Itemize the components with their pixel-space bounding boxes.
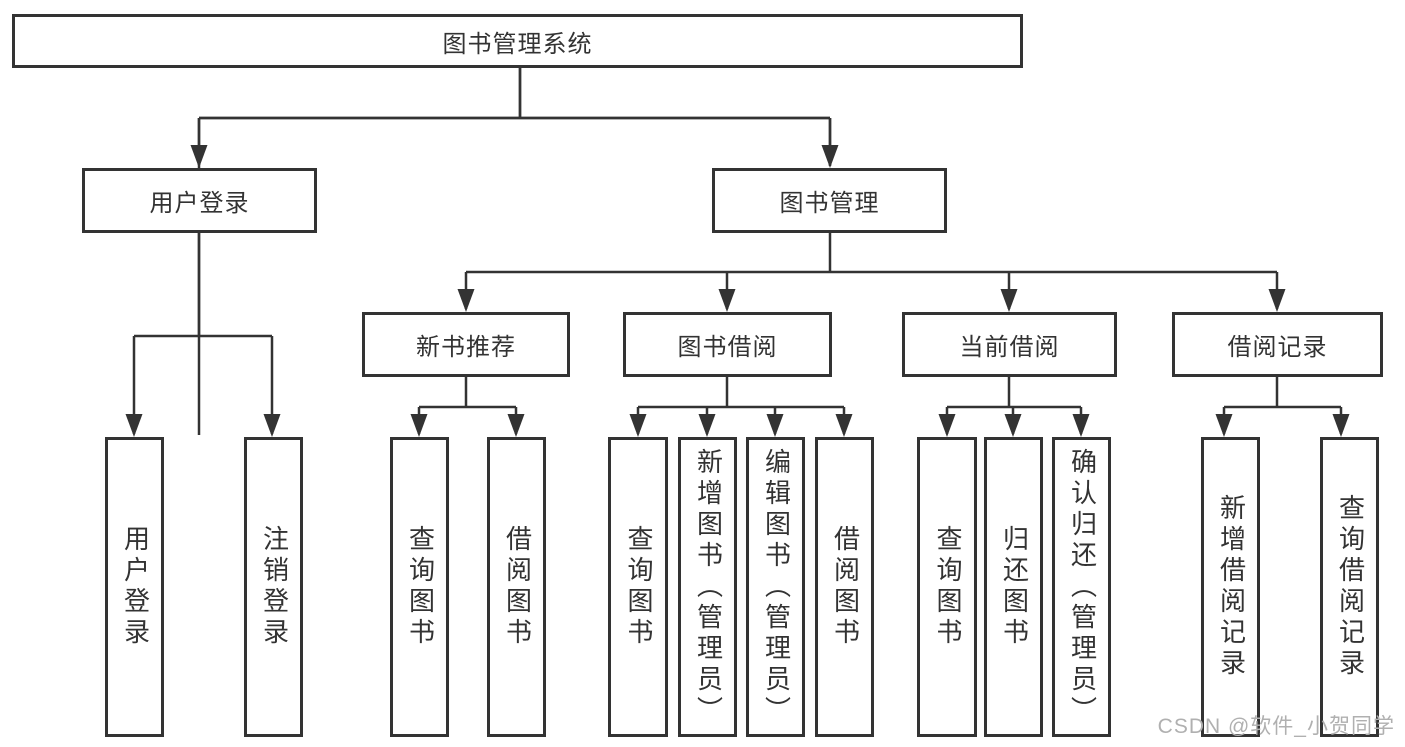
connector-book-borrowing-split: [629, 377, 853, 437]
node-book-borrowing: 图书借阅: [623, 312, 832, 377]
watermark: CSDN @软件_小贺同学: [1157, 715, 1395, 738]
node-user-login: 用户登录: [82, 168, 317, 233]
connector-borrowing-records-split: [1215, 377, 1350, 437]
leaf-user-login: 用户登录: [105, 437, 164, 737]
leaf-edit-book-admin: 编辑图书（管理员）: [746, 437, 805, 737]
leaf-return-book: 归还图书: [984, 437, 1043, 737]
node-root: 图书管理系统: [12, 14, 1023, 68]
connector-root-to-level2: [197, 68, 832, 435]
leaf-add-book-admin: 新增图书（管理员）: [678, 437, 737, 737]
connector-current-borrowing-split: [938, 377, 1090, 437]
leaf-query-books-current: 查询图书: [917, 437, 977, 737]
leaf-query-borrow-record: 查询借阅记录: [1320, 437, 1379, 737]
connector-user-login-split: [125, 233, 281, 437]
node-new-book-recommend: 新书推荐: [362, 312, 570, 377]
leaf-borrow-books: 借阅图书: [815, 437, 874, 737]
connector-new-book-recommend-split: [410, 377, 525, 437]
leaf-add-borrow-record: 新增借阅记录: [1201, 437, 1260, 737]
leaf-confirm-return-admin: 确认归还（管理员）: [1052, 437, 1111, 737]
leaf-query-books-borrowing: 查询图书: [608, 437, 668, 737]
leaf-logout: 注销登录: [244, 437, 303, 737]
leaf-borrow-books-recommend: 借阅图书: [487, 437, 546, 737]
node-current-borrowing: 当前借阅: [902, 312, 1117, 377]
connector-root-split: [190, 68, 839, 168]
node-borrowing-records: 借阅记录: [1172, 312, 1383, 377]
node-book-management: 图书管理: [712, 168, 947, 233]
leaf-query-books-recommend: 查询图书: [390, 437, 449, 737]
connector-book-management-split: [457, 233, 1286, 312]
